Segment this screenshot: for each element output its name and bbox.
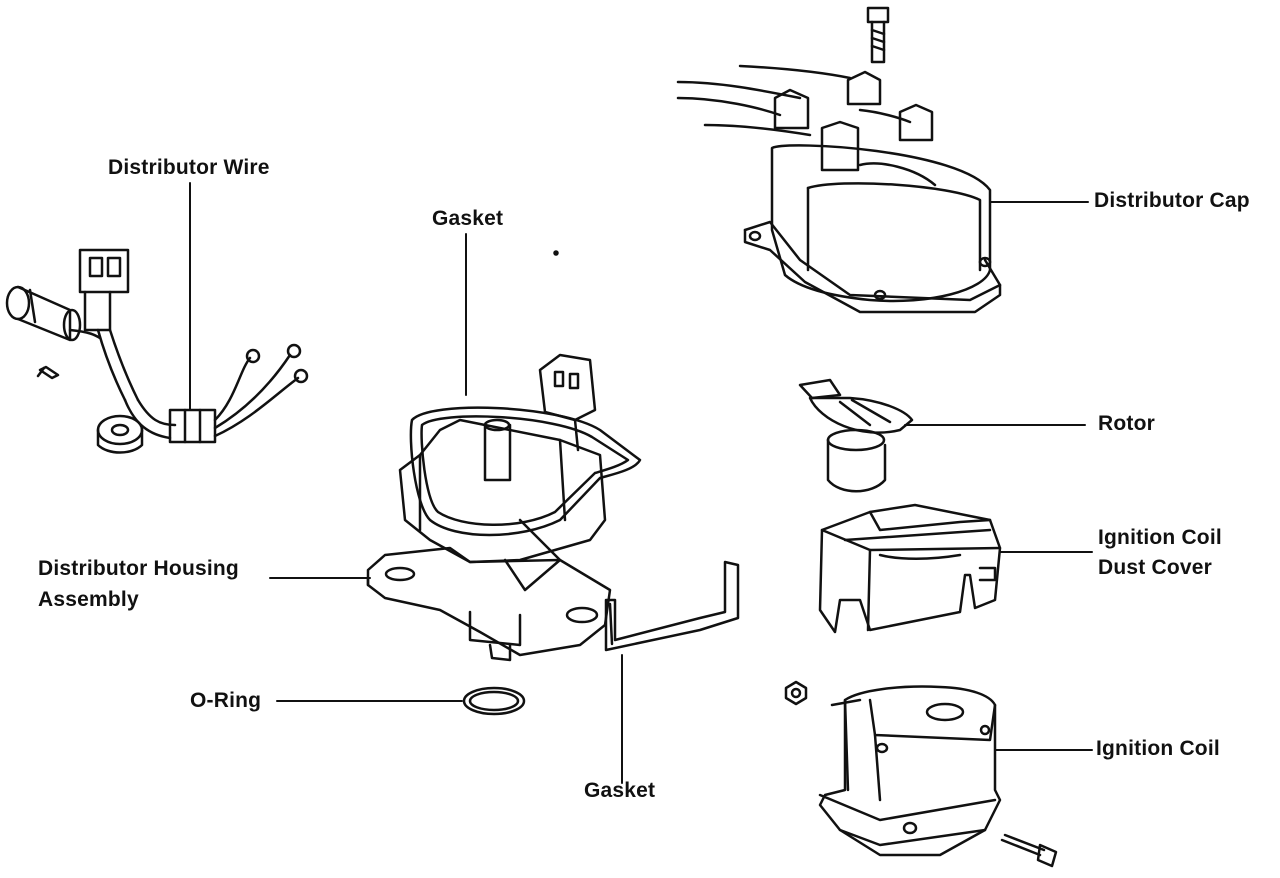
label-gasket-top: Gasket bbox=[432, 207, 504, 230]
label-gasket-bottom: Gasket bbox=[584, 779, 656, 802]
label-distributor-cap: Distributor Cap bbox=[1094, 189, 1250, 212]
label-rotor: Rotor bbox=[1098, 412, 1155, 435]
label-ignition-coil-dust-cover-line2: Dust Cover bbox=[1098, 556, 1213, 579]
label-distributor-wire: Distributor Wire bbox=[108, 156, 270, 179]
label-distributor-housing-assembly-line2: Assembly bbox=[38, 588, 139, 611]
stray-mark bbox=[553, 250, 559, 256]
o-ring-part bbox=[464, 688, 524, 714]
label-ignition-coil: Ignition Coil bbox=[1096, 737, 1220, 760]
leader-lines bbox=[189, 182, 1093, 784]
rotor-part bbox=[800, 380, 912, 491]
label-o-ring: O-Ring bbox=[190, 689, 262, 712]
gasket-bottom-part bbox=[606, 562, 738, 650]
distributor-housing-assembly-part bbox=[368, 355, 640, 660]
ignition-coil-part bbox=[786, 682, 1056, 866]
label-ignition-coil-dust-cover-line1: Ignition Coil bbox=[1098, 526, 1222, 549]
distributor-wire-part bbox=[7, 250, 307, 453]
label-distributor-housing-assembly-line1: Distributor Housing bbox=[38, 557, 239, 580]
ignition-coil-dust-cover-part bbox=[820, 505, 1000, 632]
distributor-cap-part bbox=[678, 8, 1000, 312]
